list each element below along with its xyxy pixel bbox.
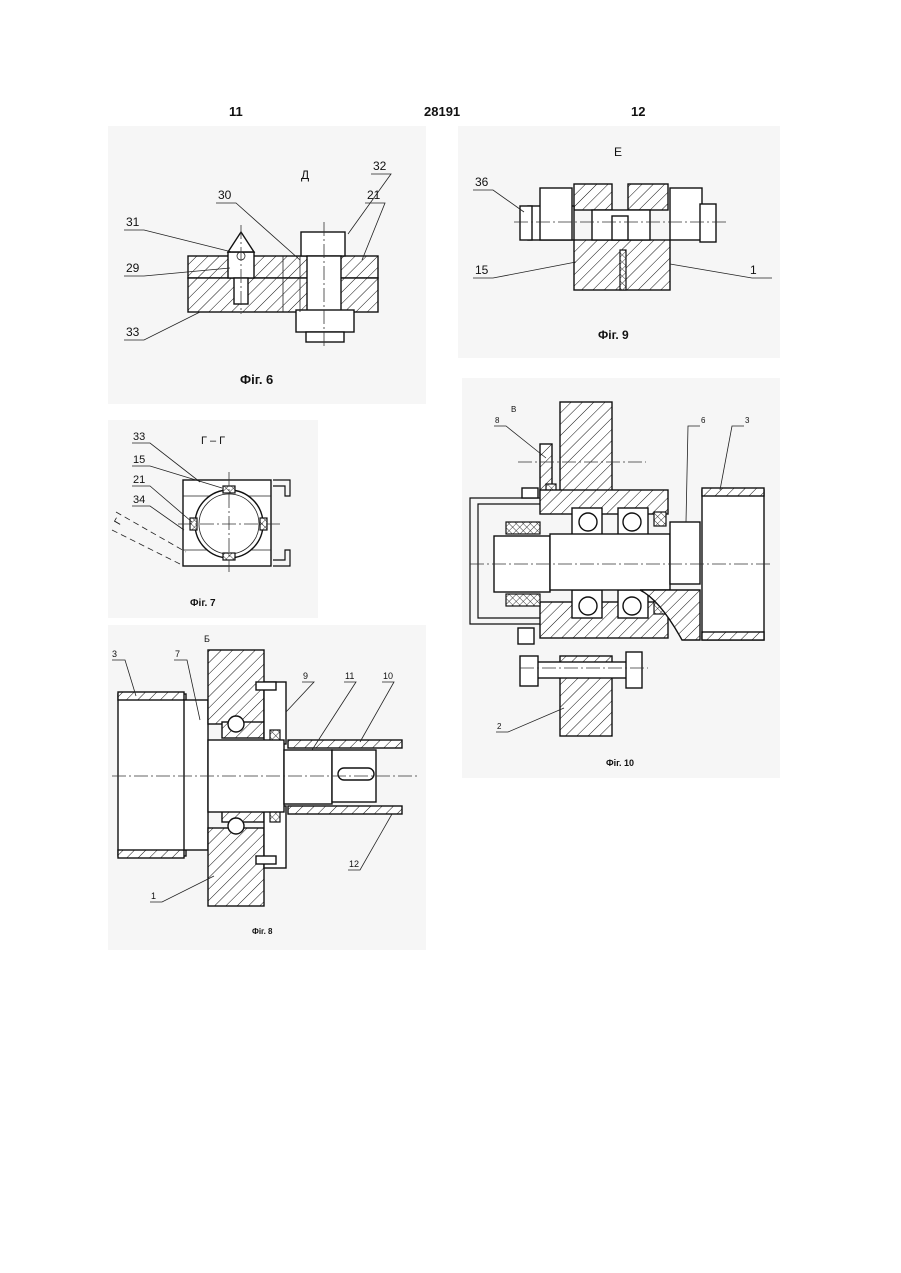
fig7-drawing [178, 472, 290, 572]
fig7-section-label: Г – Г [201, 435, 225, 447]
fig6-callout-29: 29 [126, 261, 140, 275]
fig8-callout-10: 10 [383, 671, 393, 681]
fig8-drawing [112, 650, 418, 906]
fig10-callout-3: 3 [745, 416, 750, 425]
fig6-callout-30: 30 [218, 188, 232, 202]
fig10-drawing [470, 402, 770, 736]
fig9-view-letter: Е [614, 145, 622, 159]
fig6-view-letter: Д [301, 168, 309, 182]
fig7-callout-34: 34 [133, 494, 145, 506]
fig6-drawing [188, 222, 378, 348]
fig10-view-letter: В [511, 405, 516, 414]
fig8-caption: Фіг. 8 [252, 927, 273, 936]
fig10-caption: Фіг. 10 [606, 758, 634, 768]
fig10-callout-2: 2 [497, 722, 502, 731]
fig9-callout-1: 1 [750, 263, 757, 277]
fig7-callout-21: 21 [133, 474, 145, 486]
fig6-caption: Фіг. 6 [240, 372, 273, 387]
fig8-callout-9: 9 [303, 671, 308, 681]
fig9-callout-36: 36 [475, 175, 489, 189]
fig6-callout-32: 32 [373, 159, 387, 173]
fig7-callout-15: 15 [133, 454, 145, 466]
fig8-callout-3: 3 [112, 649, 117, 659]
fig8-view-letter: Б [204, 634, 210, 644]
fig9-caption: Фіг. 9 [598, 328, 629, 342]
fig8-callout-12: 12 [349, 859, 359, 869]
fig7-side-mark: Г [113, 516, 126, 527]
fig8-callout-7: 7 [175, 649, 180, 659]
fig6-callout-21: 21 [367, 188, 381, 202]
fig7-caption: Фіг. 7 [190, 598, 216, 609]
fig9-callout-15: 15 [475, 263, 489, 277]
fig7-callout-33: 33 [133, 431, 145, 443]
fig8-callout-11: 11 [345, 671, 354, 681]
fig10-callout-6: 6 [701, 416, 706, 425]
fig6-callout-31: 31 [126, 215, 140, 229]
fig10-callout-8: 8 [495, 416, 500, 425]
fig8-callout-1: 1 [151, 891, 156, 901]
fig6-callout-33: 33 [126, 325, 140, 339]
fig9-drawing [514, 184, 726, 290]
